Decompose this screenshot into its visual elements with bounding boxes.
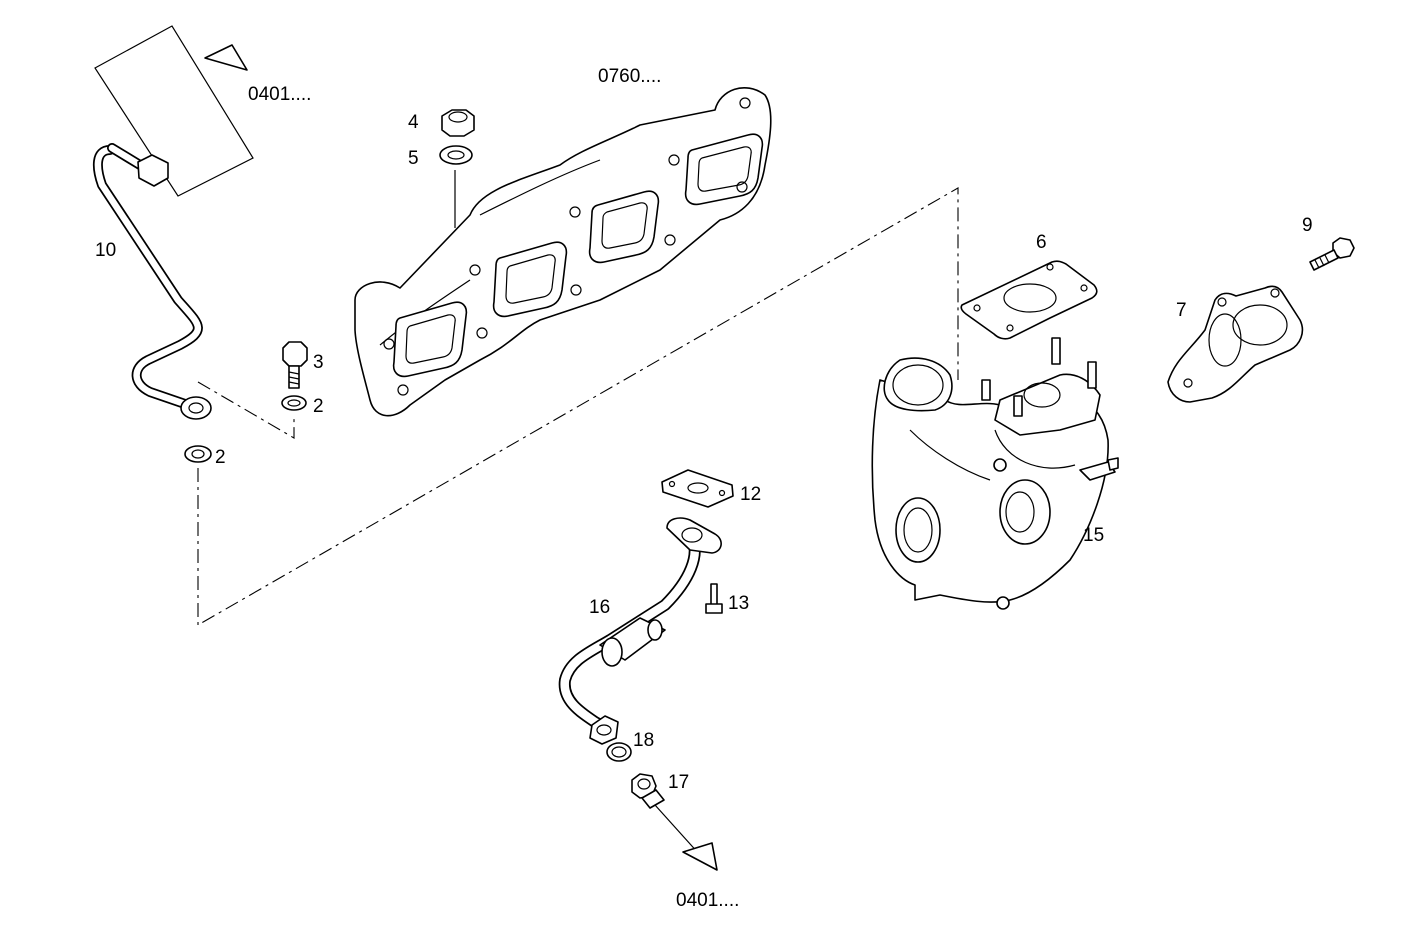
manifold-port-4 (684, 133, 764, 206)
exhaust-manifold (354, 86, 772, 417)
manifold-reference-label: 0760.... (598, 66, 661, 87)
part-number-label: 10 (95, 240, 116, 261)
part-number-label: 18 (633, 730, 654, 751)
bolt (705, 583, 723, 614)
oil-feed-pipe (92, 143, 212, 420)
part-number-label: 16 (589, 597, 610, 618)
part-number-label: 2 (215, 447, 226, 468)
part-number-label: 12 (740, 484, 761, 505)
seal-ring (606, 742, 632, 762)
bottom-reference-arrow (654, 804, 718, 871)
part-number-label: 15 (1083, 525, 1104, 546)
part-number-label: 2 (313, 396, 324, 417)
oil-return-pipe (558, 517, 722, 745)
bolt (1309, 237, 1355, 271)
manifold-port-1 (392, 301, 468, 378)
part-number-label: 3 (313, 352, 324, 373)
turbocharger (871, 337, 1119, 610)
part-number-label: 13 (728, 593, 749, 614)
washer (281, 395, 307, 411)
turbo-gasket (960, 260, 1098, 340)
manifold-port-2 (492, 241, 568, 318)
bottom-reference-label: 0401.... (676, 890, 739, 911)
part-number-label: 5 (408, 148, 419, 169)
assembly-lines (197, 187, 959, 626)
manifold-port-3 (588, 190, 660, 264)
union-fitting (631, 773, 665, 809)
nut (441, 109, 475, 137)
oil-return-gasket (661, 469, 734, 508)
washer (439, 145, 473, 165)
part-number-label: 4 (408, 112, 419, 133)
part-number-label: 7 (1176, 300, 1187, 321)
top-reference-label: 0401.... (248, 84, 311, 105)
washer (184, 445, 212, 463)
part-number-label: 6 (1036, 232, 1047, 253)
outlet-elbow (1167, 285, 1304, 403)
part-number-label: 9 (1302, 215, 1313, 236)
top-reference-arrow (94, 25, 254, 197)
part-number-label: 17 (668, 772, 689, 793)
screw (282, 341, 308, 389)
